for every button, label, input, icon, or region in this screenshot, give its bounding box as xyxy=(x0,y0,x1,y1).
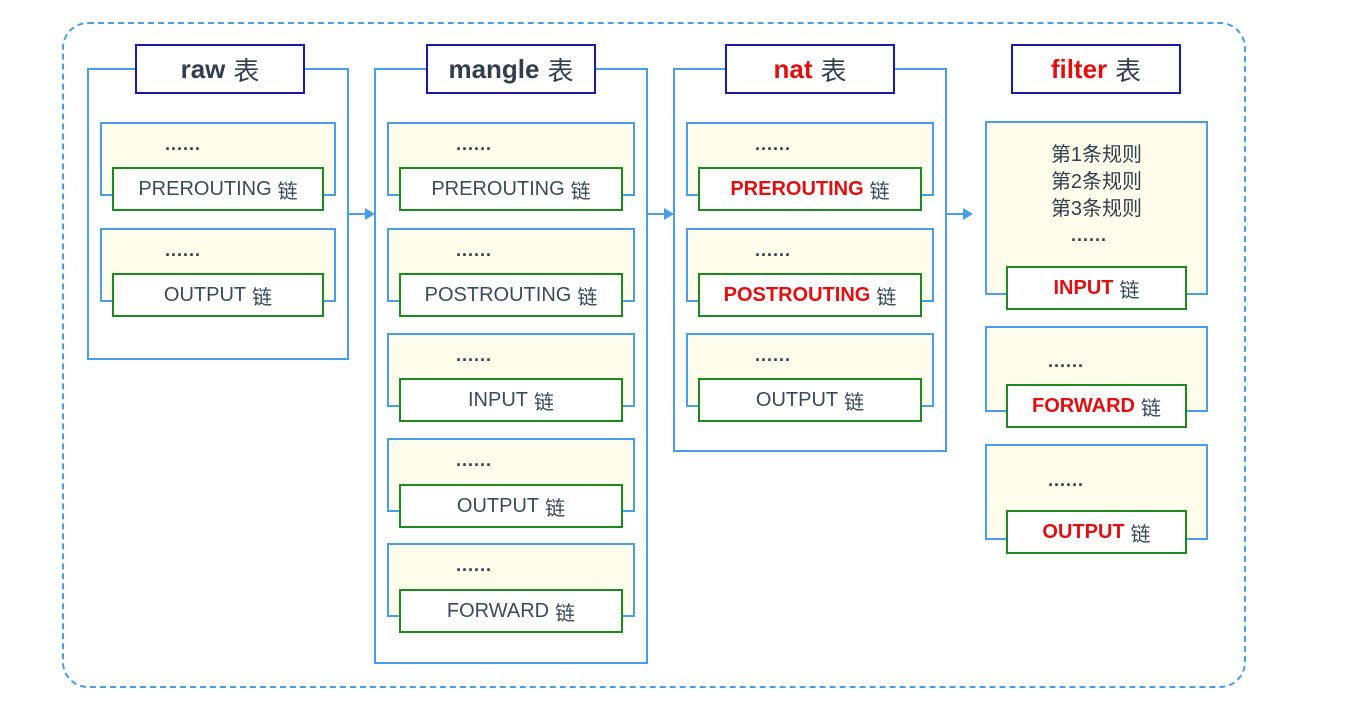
chain-suffix: 链 xyxy=(1130,523,1151,546)
chain-label-mangle-prerouting: PREROUTING 链 xyxy=(399,167,623,211)
chain-name: POSTROUTING xyxy=(723,283,871,306)
table-name: filter xyxy=(1050,53,1108,84)
chain-suffix: 链 xyxy=(577,286,598,309)
chain-dots: ...... xyxy=(456,450,493,470)
table-name: raw xyxy=(180,53,226,84)
rule-item: 第2条规则 xyxy=(1050,171,1143,193)
chain-suffix: 链 xyxy=(1119,279,1140,302)
table-title-nat: nat 表 xyxy=(725,44,895,94)
chain-label-filter-output: OUTPUT 链 xyxy=(1006,510,1187,554)
chain-name: FORWARD xyxy=(446,599,550,622)
table-title-raw: raw 表 xyxy=(135,44,305,94)
chain-label-raw-output: OUTPUT 链 xyxy=(112,273,324,317)
chain-name: OUTPUT xyxy=(1042,520,1125,543)
flow-arrow-raw-to-mangle xyxy=(349,208,375,220)
chain-name: PREROUTING xyxy=(138,177,272,200)
chain-label-nat-output: OUTPUT 链 xyxy=(698,378,922,422)
chain-dots: ...... xyxy=(1071,225,1108,245)
chain-name: PREROUTING xyxy=(730,177,864,200)
chain-dots: ...... xyxy=(165,134,202,154)
chain-suffix: 链 xyxy=(844,391,865,414)
chain-dots: ...... xyxy=(1048,470,1085,490)
chain-name: FORWARD xyxy=(1032,394,1135,417)
chain-name: INPUT xyxy=(468,388,528,411)
chain-label-filter-input: INPUT 链 xyxy=(1006,266,1187,310)
chain-dots: ...... xyxy=(456,345,493,365)
table-suffix: 表 xyxy=(233,55,260,86)
chain-label-mangle-input: INPUT 链 xyxy=(399,378,623,422)
rule-item: 第1条规则 xyxy=(1050,144,1143,166)
chain-suffix: 链 xyxy=(869,180,890,203)
chain-name: OUTPUT xyxy=(456,494,540,517)
chain-dots: ...... xyxy=(456,555,493,575)
chain-name: INPUT xyxy=(1053,276,1114,299)
table-suffix: 表 xyxy=(1115,55,1142,86)
chain-name: PREROUTING xyxy=(431,177,565,200)
chain-label-nat-prerouting: PREROUTING 链 xyxy=(698,167,922,211)
flow-arrow-nat-to-filter xyxy=(947,208,973,220)
chain-dots: ...... xyxy=(755,240,792,260)
chain-label-mangle-output: OUTPUT 链 xyxy=(399,484,623,528)
chain-label-nat-postrouting: POSTROUTING 链 xyxy=(698,273,922,317)
flow-arrow-mangle-to-nat xyxy=(648,208,674,220)
table-title-mangle: mangle 表 xyxy=(426,44,596,94)
chain-suffix: 链 xyxy=(555,602,576,625)
rule-list: 第1条规则 第2条规则 第3条规则 xyxy=(985,142,1208,223)
chain-name: OUTPUT xyxy=(163,283,247,306)
table-suffix: 表 xyxy=(547,55,574,86)
chain-suffix: 链 xyxy=(545,497,566,520)
chain-dots: ...... xyxy=(1048,351,1085,371)
chain-dots: ...... xyxy=(755,345,792,365)
iptables-container xyxy=(62,22,1246,688)
table-name: nat xyxy=(773,53,813,84)
chain-label-raw-prerouting: PREROUTING 链 xyxy=(112,167,324,211)
chain-label-mangle-forward: FORWARD 链 xyxy=(399,589,623,633)
chain-name: OUTPUT xyxy=(755,388,839,411)
rule-item: 第3条规则 xyxy=(1050,198,1143,220)
chain-suffix: 链 xyxy=(876,286,897,309)
table-title-filter: filter 表 xyxy=(1011,44,1181,94)
chain-suffix: 链 xyxy=(277,180,298,203)
chain-suffix: 链 xyxy=(1140,397,1161,420)
chain-suffix: 链 xyxy=(534,391,554,414)
chain-suffix: 链 xyxy=(570,180,591,203)
chain-dots: ...... xyxy=(165,240,202,260)
chain-suffix: 链 xyxy=(252,286,273,309)
chain-name: POSTROUTING xyxy=(424,283,572,306)
chain-label-mangle-postrouting: POSTROUTING 链 xyxy=(399,273,623,317)
chain-dots: ...... xyxy=(456,134,493,154)
chain-label-filter-forward: FORWARD 链 xyxy=(1006,384,1187,428)
chain-dots: ...... xyxy=(755,134,792,154)
table-suffix: 表 xyxy=(820,55,847,86)
chain-dots: ...... xyxy=(456,240,493,260)
table-name: mangle xyxy=(448,53,540,84)
